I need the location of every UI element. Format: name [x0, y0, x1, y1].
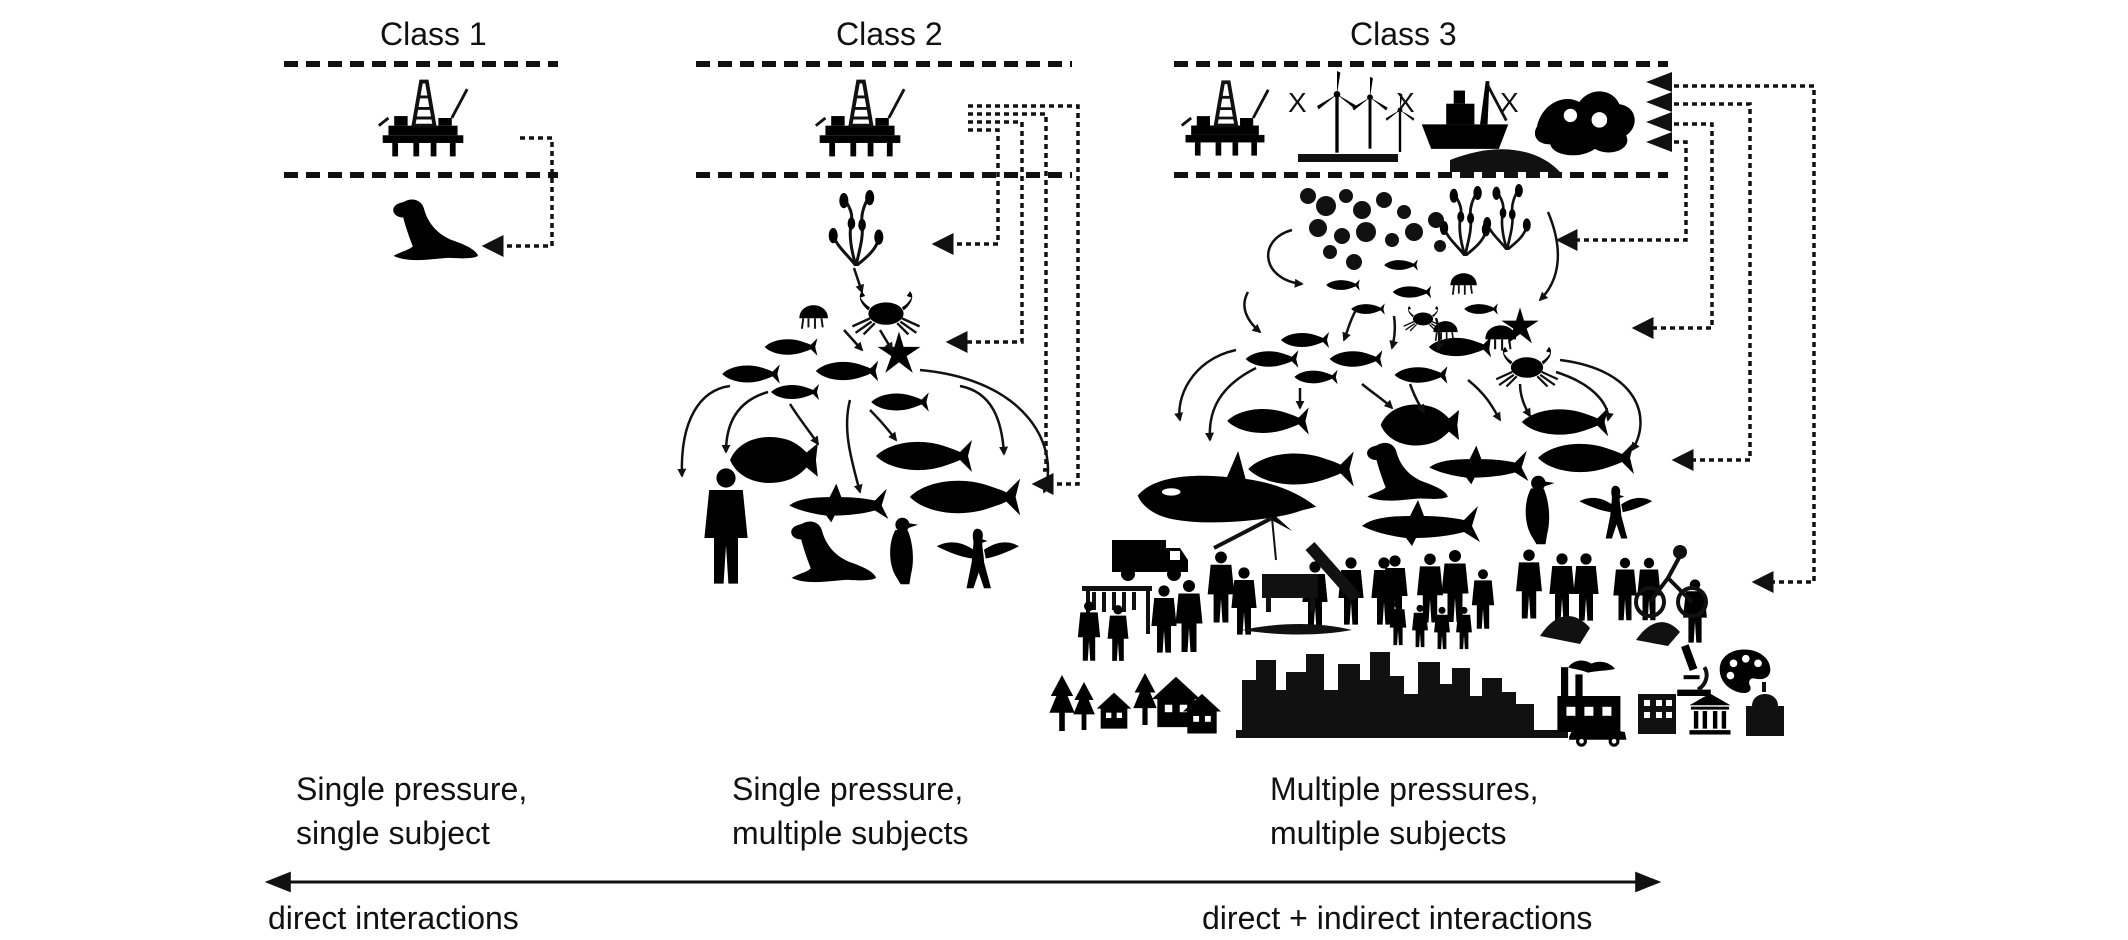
- kelp-icon: [1438, 186, 1492, 256]
- seal-icon: [791, 521, 877, 583]
- fish-icon: [1294, 369, 1338, 385]
- fish-icon: [722, 364, 780, 384]
- redfish-icon: [1248, 451, 1354, 487]
- reclining-person-icon: [1540, 616, 1680, 646]
- class-2-description: Single pressure, multiple subjects: [732, 767, 969, 855]
- small-fauna-icon: [1326, 259, 1518, 352]
- office-building-icon: [1638, 694, 1676, 734]
- angler-icon: [1213, 516, 1277, 561]
- impact-arrow: [481, 136, 554, 257]
- guillemot-icon: [890, 517, 919, 585]
- cod-icon: [1538, 442, 1634, 474]
- flatfish-icon: [1380, 404, 1459, 446]
- class-1-panel: [284, 61, 558, 261]
- cod-icon: [876, 440, 972, 472]
- oil-platform-icon: [816, 82, 904, 157]
- wind-turbine-icon: [1298, 71, 1415, 162]
- oil-platform-icon: [1182, 82, 1268, 155]
- fish-icon: [815, 360, 879, 382]
- pressure-combination-x: X: [1500, 87, 1519, 118]
- cormorant-icon: [936, 528, 1019, 589]
- axis-right-label: direct + indirect interactions: [1202, 900, 1593, 936]
- crab-icon: [1495, 345, 1559, 388]
- axis-left-label: direct interactions: [268, 900, 519, 936]
- flatfish-icon: [730, 437, 818, 483]
- fish-icon: [1521, 407, 1609, 437]
- impact-arrows: [931, 104, 1080, 495]
- description-line: Multiple pressures,: [1270, 771, 1539, 807]
- fish-icon: [1394, 366, 1448, 384]
- fishing-vessel-icon: [1420, 79, 1510, 151]
- factory-icon: [1557, 660, 1621, 732]
- food-web-arrows: [1174, 211, 1642, 452]
- description-line: multiple subjects: [732, 815, 969, 852]
- class-1-description: Single pressure, single subject: [296, 767, 527, 855]
- class-3-title: Class 3: [1350, 16, 1457, 52]
- fish-icon: [771, 384, 819, 400]
- description-line: Single pressure,: [732, 771, 964, 807]
- pressure-combination-x: X: [1288, 87, 1307, 118]
- fish-icon: [909, 478, 1021, 516]
- pressure-sources: [1646, 72, 1672, 152]
- van-icon: [1112, 540, 1188, 581]
- fish-icon: [871, 392, 929, 412]
- fish-icon: [1227, 407, 1309, 435]
- houses-icon: [1049, 673, 1222, 734]
- kelp-icon: [826, 190, 886, 266]
- cormorant-icon: [1579, 485, 1653, 539]
- person-icon: [704, 468, 748, 584]
- class-1-title: Class 1: [380, 16, 487, 52]
- microscope-icon: [1675, 642, 1713, 696]
- kayak-icon: [1242, 624, 1352, 635]
- museum-icon: [1689, 693, 1731, 735]
- description-line: single subject: [296, 815, 490, 852]
- seal-icon: [1367, 442, 1448, 501]
- shark-icon: [1429, 445, 1529, 485]
- class-3-description: Multiple pressures, multiple subjects: [1270, 767, 1539, 855]
- plankton-icon: [1300, 188, 1446, 270]
- impact-arrows: [1555, 84, 1816, 593]
- food-web-arrows: [677, 267, 1051, 494]
- crab-icon: [851, 290, 921, 336]
- oil-spill-icon: [1534, 91, 1635, 156]
- shark-icon: [1362, 500, 1480, 546]
- fish-icon: [764, 338, 818, 356]
- jellyfish-icon: [798, 304, 829, 330]
- cyclist-icon: [1634, 545, 1708, 618]
- class-2-panel: [677, 61, 1080, 589]
- domed-building-icon: [1746, 682, 1784, 736]
- seal-icon: [393, 199, 479, 261]
- fish-icon: [1281, 332, 1329, 348]
- fish-icon: [1329, 350, 1383, 368]
- kelp-icon: [1481, 184, 1533, 250]
- oil-platform-icon: [379, 82, 467, 157]
- city-icon: [1236, 652, 1568, 738]
- guillemot-icon: [1525, 475, 1555, 545]
- fish-rack-icon: [1082, 586, 1152, 634]
- pressure-combination-x: X: [1396, 87, 1415, 118]
- fish-icon: [1245, 350, 1299, 368]
- trawl-net-icon: [1450, 149, 1560, 172]
- class-3-panel: X X X: [1049, 61, 1816, 747]
- class-2-title: Class 2: [836, 16, 943, 52]
- description-line: Single pressure,: [296, 771, 528, 807]
- description-line: multiple subjects: [1270, 815, 1507, 852]
- shark-icon: [789, 483, 889, 523]
- bench-icon: [1262, 542, 1361, 612]
